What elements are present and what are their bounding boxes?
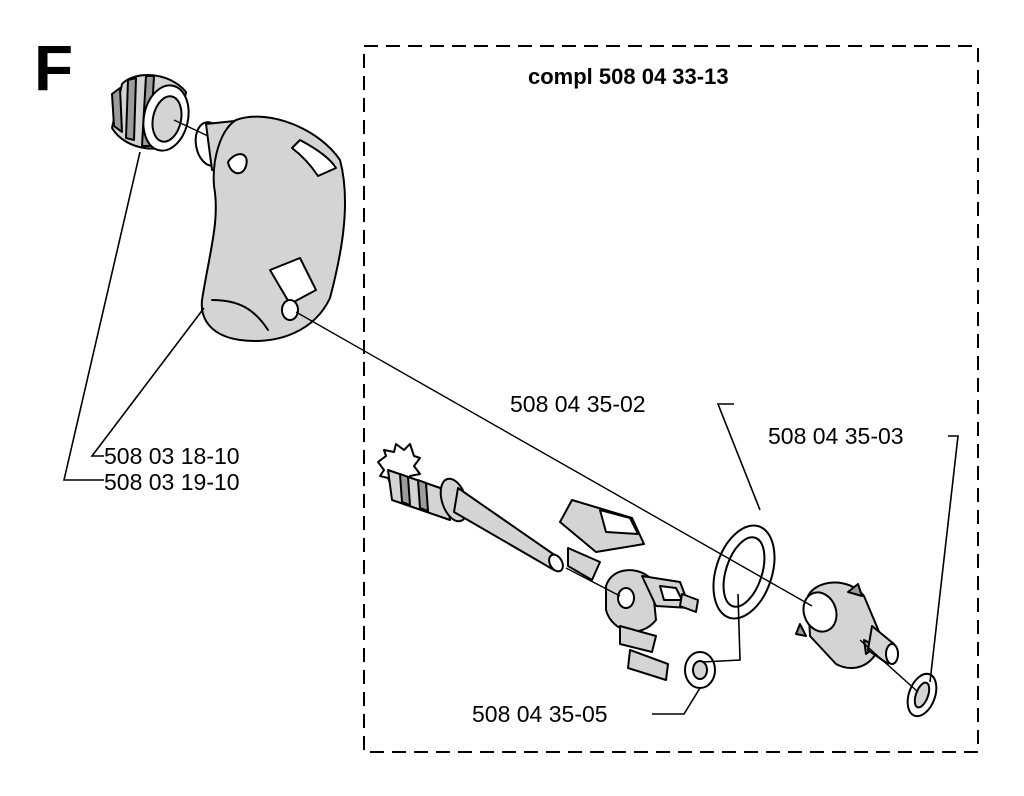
knurled-cap [111,73,190,152]
leader-line [716,403,761,511]
gear-housing [194,115,346,342]
large-ring [712,524,776,620]
leader-line [701,593,741,663]
leader-line [90,307,205,457]
part-number-label: 508 03 19-10 [104,469,240,495]
splined-shaft [377,443,564,573]
part-number-label: 508 04 35-02 [510,391,646,417]
leader-line [62,151,141,481]
drive-coupling [795,581,899,670]
part-number-label: 508 04 35-05 [472,701,608,727]
part-number-label: 508 04 35-03 [768,423,904,449]
part-number-label: 508 03 18-10 [104,443,240,469]
leader-line [652,687,701,715]
small-ring [906,672,938,718]
axis-line [295,311,813,607]
gear-bracket [559,499,699,681]
assembly-title: compl 508 04 33-13 [528,64,729,89]
section-letter: F [34,32,73,104]
axis-line [173,119,209,137]
axis-line [859,639,919,693]
small-washer [684,651,716,689]
leader-line [929,435,959,683]
axis-line [565,567,621,597]
